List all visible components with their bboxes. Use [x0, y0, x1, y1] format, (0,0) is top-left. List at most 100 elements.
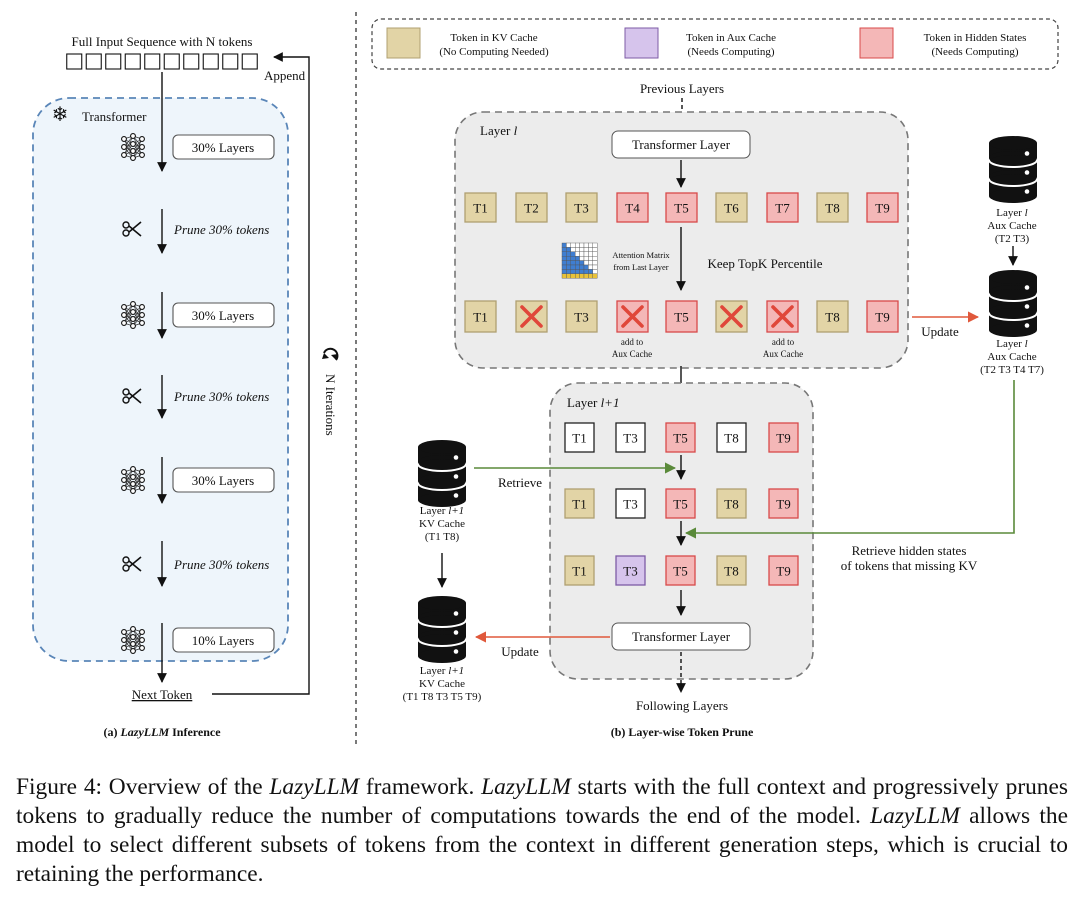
token-label: T5: [674, 201, 688, 216]
update-label-kv: Update: [501, 644, 539, 659]
token-box: [464, 192, 497, 223]
legend-hidden-line1: Token in Hidden States: [924, 32, 1027, 44]
token-label: T5: [674, 310, 688, 325]
token-label: T3: [623, 564, 637, 579]
token-label: T2: [524, 201, 538, 216]
token-label: T9: [776, 431, 790, 446]
append-loop-arrow: [212, 52, 310, 695]
input-sequence-title: Full Input Sequence with N tokens: [72, 34, 253, 49]
pruned-cross-icon: [720, 305, 743, 328]
token-label: T8: [724, 564, 738, 579]
token-box: [816, 192, 849, 223]
attention-matrix-icon: [561, 242, 598, 279]
aux-top-tokens: (T2 T3): [995, 233, 1030, 245]
layer-l1-label: Layer l+1: [567, 395, 619, 410]
layer-fraction-label: 30% Layers: [192, 140, 254, 155]
token-box: [715, 192, 748, 223]
token-box: [768, 488, 799, 519]
neural-network-icon: [121, 301, 145, 329]
layer-l-label: Layer l: [480, 123, 518, 138]
scissors-icon: [122, 556, 142, 572]
legend-aux-line1: Token in Aux Cache: [686, 32, 776, 44]
token-label: T8: [724, 497, 738, 512]
token-box: [866, 300, 899, 333]
input-token-square: [144, 53, 161, 70]
token-box: [665, 555, 696, 586]
aux-bottom-layer: Layer l: [996, 338, 1027, 350]
legend-kv-line1: Token in KV Cache: [450, 32, 537, 44]
input-token-square: [85, 53, 102, 70]
kv-bottom-tokens: (T1 T8 T3 T5 T9): [403, 691, 482, 703]
token-box: [766, 192, 799, 223]
token-label: T8: [724, 431, 738, 446]
token-box: [565, 300, 598, 333]
token-box: [515, 192, 548, 223]
prune-label: Prune 30% tokens: [173, 557, 269, 572]
token-label: T5: [673, 431, 687, 446]
transformer-layer-box-bottom: [611, 622, 751, 651]
legend-swatch-hidden: [859, 27, 894, 59]
layer-fraction-label: 30% Layers: [192, 308, 254, 323]
attention-label-line1: Attention Matrix: [612, 250, 670, 260]
legend-swatch-kv: [386, 27, 421, 59]
token-box: [665, 422, 696, 453]
token-label: T4: [625, 201, 640, 216]
token-box: [464, 300, 497, 333]
right-panel: Token in KV Cache (No Computing Needed) …: [371, 18, 1059, 739]
legend-aux-line2: (Needs Computing): [687, 46, 774, 58]
prune-label: Prune 30% tokens: [173, 222, 269, 237]
token-box: [665, 300, 698, 333]
token-box: [564, 488, 595, 519]
transformer-region: [32, 97, 289, 662]
token-box: [665, 192, 698, 223]
transformer-label: Transformer: [82, 109, 147, 124]
next-token-label: Next Token: [132, 687, 193, 702]
token-label: T8: [825, 310, 839, 325]
following-layers-label: Following Layers: [636, 698, 728, 713]
kv-top-layer: Layer l+1: [420, 505, 464, 517]
token-box: [665, 488, 696, 519]
legend-kv-line2: (No Computing Needed): [439, 46, 549, 58]
token-label: T1: [572, 564, 586, 579]
legend-swatch-aux: [624, 27, 659, 59]
token-label: T3: [574, 310, 588, 325]
transformer-layer-box-top: [611, 130, 751, 159]
prune-label: Prune 30% tokens: [173, 389, 269, 404]
token-box: [866, 192, 899, 223]
token-box: [768, 422, 799, 453]
token-label: T6: [724, 201, 739, 216]
token-label: T9: [776, 497, 790, 512]
kv-bottom-name: KV Cache: [419, 678, 465, 690]
subcaption-b: (b) Layer-wise Token Prune: [611, 725, 754, 739]
aux-top-layer: Layer l: [996, 207, 1027, 219]
scissors-icon: [122, 388, 142, 404]
layer-fraction-box: [172, 134, 275, 160]
token-label: T3: [574, 201, 588, 216]
previous-layers-label: Previous Layers: [640, 81, 724, 96]
layer-fraction-box: [172, 627, 275, 653]
input-token-square: [202, 53, 219, 70]
figure-diagram: Full Input Sequence with N tokens ❄ Tran…: [32, 12, 1059, 745]
kv-top-name: KV Cache: [419, 518, 465, 530]
layer-fraction-label: 10% Layers: [192, 633, 254, 648]
token-box: [768, 555, 799, 586]
token-label: T9: [875, 201, 889, 216]
add-to-aux-label-1b: Aux Cache: [612, 349, 652, 359]
layer-fraction-box: [172, 467, 275, 493]
add-to-aux-label-1a: add to: [621, 337, 644, 347]
neural-network-icon: [121, 466, 145, 494]
token-label: T5: [673, 564, 687, 579]
scissors-icon: [122, 221, 142, 237]
aux-top-name: Aux Cache: [987, 220, 1036, 232]
input-token-square: [183, 53, 200, 70]
input-token-square: [241, 53, 258, 70]
token-label: T3: [623, 431, 637, 446]
database-icon-kv-bottom: [417, 596, 467, 663]
aux-bottom-name: Aux Cache: [987, 351, 1036, 363]
token-label: T1: [473, 201, 487, 216]
